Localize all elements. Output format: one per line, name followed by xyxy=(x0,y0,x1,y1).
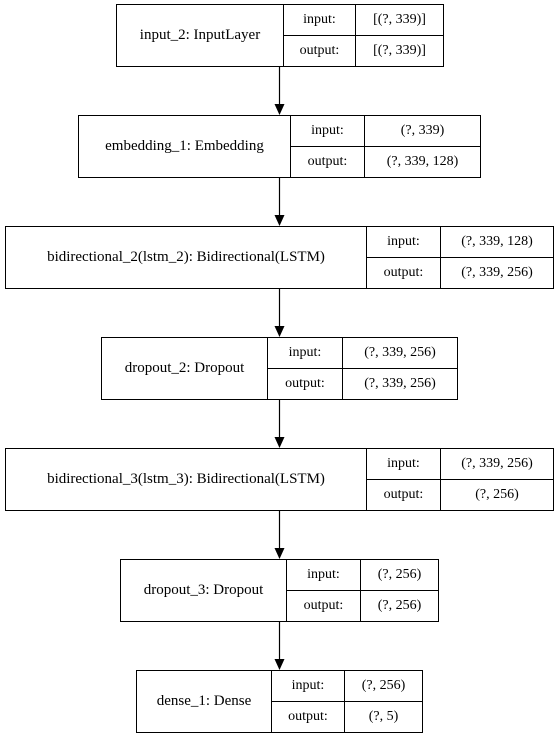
layer-node-bidirectional-2: bidirectional_2(lstm_2): Bidirectional(L… xyxy=(5,226,554,289)
output-shape: (?, 339, 128) xyxy=(386,154,459,169)
layer-name: dense_1: Dense xyxy=(137,671,272,732)
layer-name: input_2: InputLayer xyxy=(117,5,284,66)
input-label: input: xyxy=(367,449,440,480)
output-label: output: xyxy=(307,154,348,169)
output-shape: [(?, 339)] xyxy=(373,43,426,58)
layer-name: bidirectional_3(lstm_3): Bidirectional(L… xyxy=(6,449,367,510)
input-label: input: xyxy=(367,227,440,258)
output-shape: (?, 5) xyxy=(368,709,399,724)
output-shape: (?, 339, 256) xyxy=(461,265,533,280)
output-label: output: xyxy=(383,487,424,502)
output-shape: (?, 339, 256) xyxy=(364,376,436,391)
input-label: input: xyxy=(272,671,344,702)
input-label: input: xyxy=(291,116,364,147)
layer-name: dropout_3: Dropout xyxy=(121,560,287,621)
layer-node-bidirectional-3: bidirectional_3(lstm_3): Bidirectional(L… xyxy=(5,448,554,511)
layer-name: embedding_1: Embedding xyxy=(79,116,291,177)
layer-node-dense-1: dense_1: Dense input: output: (?, 256) (… xyxy=(136,670,423,733)
input-shape: (?, 256) xyxy=(361,560,438,591)
input-shape: (?, 339, 128) xyxy=(441,227,553,258)
layer-name: bidirectional_2(lstm_2): Bidirectional(L… xyxy=(6,227,367,288)
output-shape: (?, 256) xyxy=(475,487,519,502)
input-label: input: xyxy=(268,338,342,369)
arrowhead-icon xyxy=(274,215,285,226)
arrowhead-icon xyxy=(274,326,285,337)
arrowhead-icon xyxy=(274,659,285,670)
layer-node-dropout-3: dropout_3: Dropout input: output: (?, 25… xyxy=(120,559,439,622)
input-shape: (?, 256) xyxy=(345,671,422,702)
layer-node-input-2: input_2: InputLayer input: output: [(?, … xyxy=(116,4,444,67)
output-shape: (?, 256) xyxy=(377,598,422,613)
arrowhead-icon xyxy=(274,104,285,115)
output-label: output: xyxy=(285,376,325,391)
layer-node-embedding-1: embedding_1: Embedding input: output: (?… xyxy=(78,115,481,178)
input-shape: (?, 339) xyxy=(365,116,480,147)
input-shape: (?, 339, 256) xyxy=(441,449,553,480)
input-label: input: xyxy=(287,560,360,591)
layer-name: dropout_2: Dropout xyxy=(102,338,268,399)
output-label: output: xyxy=(383,265,424,280)
input-label: input: xyxy=(284,5,355,36)
output-label: output: xyxy=(299,43,340,58)
arrowhead-icon xyxy=(274,548,285,559)
layer-node-dropout-2: dropout_2: Dropout input: output: (?, 33… xyxy=(101,337,458,400)
arrowhead-icon xyxy=(274,437,285,448)
output-label: output: xyxy=(303,598,344,613)
input-shape: (?, 339, 256) xyxy=(343,338,457,369)
output-label: output: xyxy=(288,709,328,724)
input-shape: [(?, 339)] xyxy=(356,5,443,36)
